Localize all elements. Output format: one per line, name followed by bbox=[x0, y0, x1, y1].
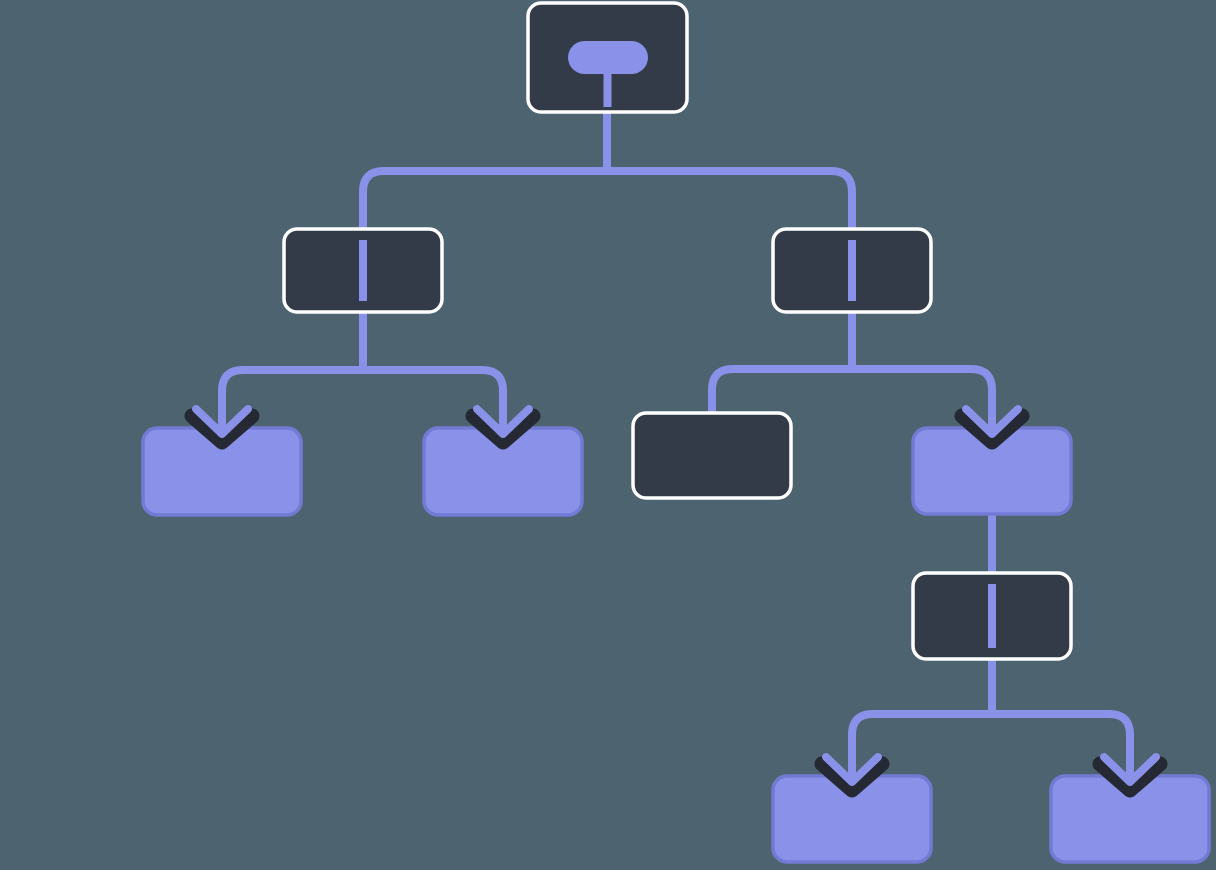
node-dark-leaf bbox=[631, 411, 793, 500]
arrow-purple-leaf-1 bbox=[192, 394, 252, 438]
connectors bbox=[218, 110, 1134, 758]
arrowhead-dark-purple-mid bbox=[954, 408, 1030, 450]
node-glyphs bbox=[359, 41, 996, 648]
arrow-purple-leaf-2 bbox=[473, 394, 533, 438]
arrowhead-dark-leaf-3 bbox=[814, 756, 890, 798]
nodes bbox=[141, 1, 1211, 864]
root-pill-stem bbox=[603, 70, 612, 107]
root-pill-icon bbox=[568, 41, 648, 74]
arrow-purple-purple-mid bbox=[962, 394, 1022, 438]
arrowhead-dark-leaf-4 bbox=[1092, 756, 1168, 798]
edge-bottom-branch-split bbox=[848, 658, 1134, 758]
arrowheads-dark bbox=[184, 408, 1168, 798]
arrowheads-purple bbox=[192, 394, 1160, 786]
arrowhead-dark-leaf-2 bbox=[465, 408, 541, 450]
arrowhead-dark-leaf-1 bbox=[184, 408, 260, 450]
arrow-purple-leaf-3 bbox=[822, 742, 882, 786]
edge-left-branch-split bbox=[218, 312, 507, 410]
edge-root-split bbox=[359, 110, 856, 229]
edge-right-branch-split bbox=[708, 312, 996, 413]
arrow-purple-leaf-4 bbox=[1100, 742, 1160, 786]
